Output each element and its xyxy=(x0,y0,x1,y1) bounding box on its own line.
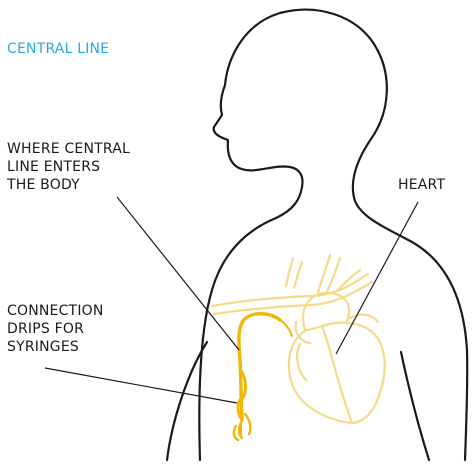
entry-label-line: LINE ENTERS xyxy=(7,158,130,176)
heart-leader-line xyxy=(336,202,418,354)
right-arm-line xyxy=(401,352,429,460)
catheter xyxy=(234,314,292,440)
drips-label-line: SYRINGES xyxy=(7,338,104,356)
diagram-title: CENTRAL LINE xyxy=(7,40,109,58)
drips-label-line: CONNECTION xyxy=(7,302,104,320)
heart-label: HEART xyxy=(398,176,445,194)
drips-label-line: DRIPS FOR xyxy=(7,320,104,338)
entry-label-line: THE BODY xyxy=(7,176,130,194)
connection-drips-label: CONNECTION DRIPS FOR SYRINGES xyxy=(7,302,104,356)
entry-label-line: WHERE CENTRAL xyxy=(7,140,130,158)
entry-point-label: WHERE CENTRAL LINE ENTERS THE BODY xyxy=(7,140,130,194)
drips-leader-line xyxy=(45,368,237,403)
entry-leader-line xyxy=(117,197,239,350)
